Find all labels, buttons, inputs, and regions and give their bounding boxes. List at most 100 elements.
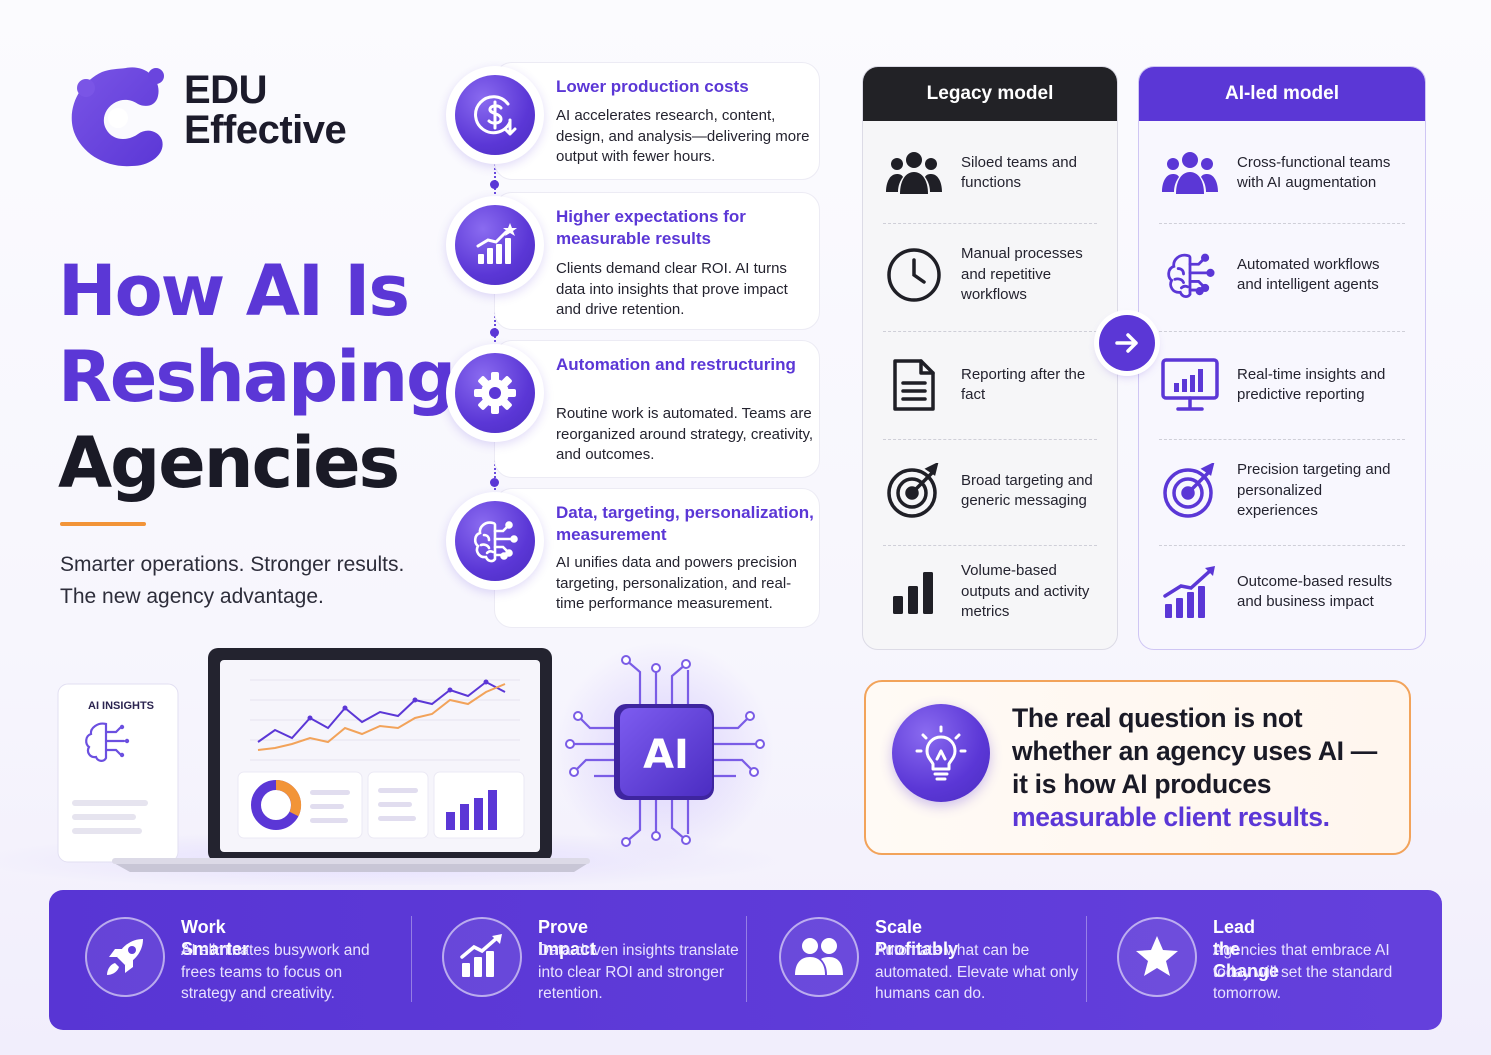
rising-chart-star-icon — [476, 223, 517, 264]
people-icon — [795, 938, 843, 975]
brand-line2: Effective — [184, 108, 347, 152]
row-divider — [883, 223, 1097, 224]
row-divider — [883, 331, 1097, 332]
legacy-row: Manual processes and repetitive workflow… — [883, 243, 1097, 307]
ai-row-text: Automated workflows and intelligent agen… — [1237, 255, 1380, 294]
laptop — [112, 648, 590, 872]
quote-line3: it is how AI produces — [1012, 769, 1272, 799]
timeline-dot — [490, 328, 499, 337]
legacy-row: Broad targeting and generic messaging — [883, 459, 1097, 523]
timeline-dot — [490, 180, 499, 189]
summary-title: Lead the Change — [1213, 917, 1280, 981]
benefit-card — [494, 62, 820, 180]
growth-chart-icon — [1163, 566, 1215, 618]
row-divider — [1159, 545, 1405, 546]
benefit-title: Higher expectations for measurable resul… — [556, 207, 746, 248]
brand-logo: EDU Effective — [66, 62, 386, 172]
target-icon — [1163, 463, 1215, 518]
ai-row-text: Precision targeting and personalized exp… — [1237, 461, 1391, 520]
screen-line-chart — [250, 679, 520, 761]
ai-dashboard-illustration: AI INSIGHTS — [0, 642, 780, 885]
benefit-desc: AI accelerates research, content, design… — [556, 107, 810, 165]
row-divider — [1159, 331, 1405, 332]
benefit-item: Lower production costs AI accelerates re… — [446, 62, 820, 180]
benefit-title: Automation and restructuring — [556, 355, 796, 374]
legacy-model-panel: Legacy model Siloed teams and functions … — [862, 66, 1118, 650]
target-icon — [887, 463, 939, 518]
ai-brain-icon — [473, 521, 518, 563]
brand-line1: EDU — [184, 68, 267, 112]
bar-chart-icon — [893, 572, 933, 614]
growth-chart-icon — [460, 934, 502, 977]
benefit-card — [494, 340, 820, 478]
legacy-row: Volume-based outputs and activity metric… — [883, 559, 1097, 625]
ai-row-text: Cross-functional teams with AI augmentat… — [1237, 153, 1391, 192]
dollar-down-icon — [474, 95, 517, 136]
benefit-title: Data, targeting, personalization, measur… — [556, 503, 814, 544]
summary-title: Prove Impact — [538, 917, 597, 959]
ai-row: Precision targeting and personalized exp… — [1159, 459, 1405, 523]
summary-desc: AI eliminates busywork and frees teams t… — [181, 942, 370, 1002]
legacy-row-text: Broad targeting and generic messaging — [961, 471, 1093, 510]
star-icon — [1136, 936, 1178, 976]
accent-divider — [60, 522, 146, 526]
team-icon — [1162, 152, 1218, 194]
legacy-row-text: Reporting after the fact — [961, 365, 1086, 404]
benefit-desc: Clients demand clear ROI. AI turns data … — [556, 260, 788, 318]
legacy-row-text: Siloed teams and functions — [961, 153, 1077, 192]
summary-desc: Automate what can be automated. Elevate … — [875, 942, 1079, 1002]
legacy-row-text: Manual processes and repetitive workflow… — [961, 245, 1083, 304]
ai-chip: AI — [554, 642, 774, 862]
legacy-row: Reporting after the fact — [883, 353, 1097, 417]
gear-icon — [474, 372, 516, 414]
benefit-title: Lower production costs — [556, 77, 749, 96]
quote-highlight: measurable client results. — [1012, 802, 1330, 832]
page-title: How AI Is Reshaping Agencies — [58, 248, 458, 506]
quote-line1: The real question is not — [1012, 703, 1303, 733]
ai-chip-label: AI — [643, 732, 689, 778]
team-icon — [886, 152, 942, 194]
headline-line3: Agencies — [58, 422, 400, 504]
ai-insights-card: AI INSIGHTS — [57, 683, 179, 863]
lightbulb-icon — [915, 725, 967, 781]
row-divider — [883, 439, 1097, 440]
summary-bar: Work Smarter AI eliminates busywork and … — [49, 890, 1442, 1030]
summary-divider — [1086, 916, 1087, 1002]
row-divider — [1159, 439, 1405, 440]
ai-model-panel: AI-led model Cross-functional teams with… — [1138, 66, 1426, 650]
arrow-right-icon — [1115, 333, 1138, 353]
row-divider — [1159, 223, 1405, 224]
logo-mark-icon — [71, 67, 164, 167]
monitor-chart-icon — [1161, 358, 1219, 411]
ai-brain-icon — [1167, 253, 1215, 298]
summary-desc: Agencies that embrace AI today will set … — [1213, 942, 1393, 1002]
legacy-model-title: Legacy model — [863, 67, 1117, 121]
timeline-dot — [490, 478, 499, 487]
ai-row-text: Real-time insights and predictive report… — [1237, 365, 1386, 404]
benefit-card — [494, 488, 820, 628]
quote-line2: whether an agency uses AI — — [1012, 736, 1377, 766]
clock-icon — [887, 248, 941, 302]
benefit-desc: AI unifies data and powers precision tar… — [556, 554, 797, 612]
document-icon — [893, 359, 935, 411]
ai-row: Cross-functional teams with AI augmentat… — [1159, 141, 1405, 205]
summary-divider — [411, 916, 412, 1002]
summary-title: Work Smarter — [181, 917, 250, 959]
benefit-card — [494, 192, 820, 330]
tagline-line2: The new agency advantage. — [60, 585, 324, 608]
ai-insights-label: AI INSIGHTS — [88, 700, 154, 712]
benefit-desc: Routine work is automated. Teams are reo… — [556, 405, 814, 463]
key-question-callout: The real question is not whether an agen… — [864, 680, 1411, 855]
benefit-item: Higher expectations for measurable resul… — [446, 192, 820, 330]
tagline: Smarter operations. Stronger results. Th… — [60, 549, 450, 613]
rocket-icon — [107, 939, 143, 975]
arrow-right-button[interactable] — [1099, 315, 1155, 371]
tagline-line1: Smarter operations. Stronger results. — [60, 553, 405, 576]
ai-row-text: Outcome-based results and business impac… — [1237, 572, 1393, 611]
legacy-row: Siloed teams and functions — [883, 141, 1097, 205]
headline-line1: How AI Is — [58, 250, 410, 332]
ai-row: Automated workflows and intelligent agen… — [1159, 243, 1405, 307]
summary-divider — [746, 916, 747, 1002]
summary-desc: Data-driven insights translate into clea… — [538, 942, 739, 1002]
headline-line2: Reshaping — [58, 336, 456, 418]
